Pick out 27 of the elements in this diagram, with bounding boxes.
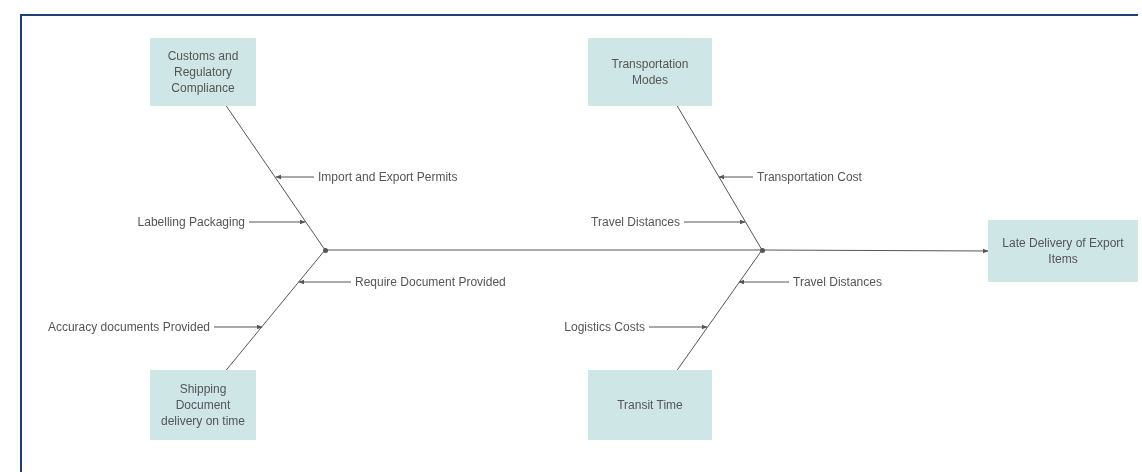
cause-arrow [683,219,746,225]
bone-line [676,105,763,251]
cause-label: Accuracy documents Provided [10,320,210,334]
cause-label: Travel Distances [520,215,680,229]
cause-label: Labelling Packaging [85,215,245,229]
cause-label: Transportation Cost [757,170,887,184]
cause-arrow [718,174,754,180]
category-box: Transportation Modes [588,38,712,106]
bone-line [225,105,326,251]
cause-arrow [213,324,263,330]
effect-box: Late Delivery of Export Items [988,220,1138,282]
cause-label: Travel Distances [793,275,923,289]
cause-arrow [275,174,315,180]
bone-line [676,249,763,371]
cause-arrow [298,279,352,285]
category-box: Transit Time [588,370,712,440]
cause-label: Import and Export Permits [318,170,478,184]
category-box: Customs and Regulatory Compliance [150,38,256,106]
cause-label: Require Document Provided [355,275,545,289]
cause-arrow [248,219,306,225]
category-box: Shipping Document delivery on time [150,370,256,440]
cause-label: Logistics Costs [485,320,645,334]
cause-arrow [738,279,790,285]
junction-dot [759,247,765,253]
bone-line [225,249,326,371]
junction-dot [322,247,328,253]
cause-arrow [648,324,708,330]
